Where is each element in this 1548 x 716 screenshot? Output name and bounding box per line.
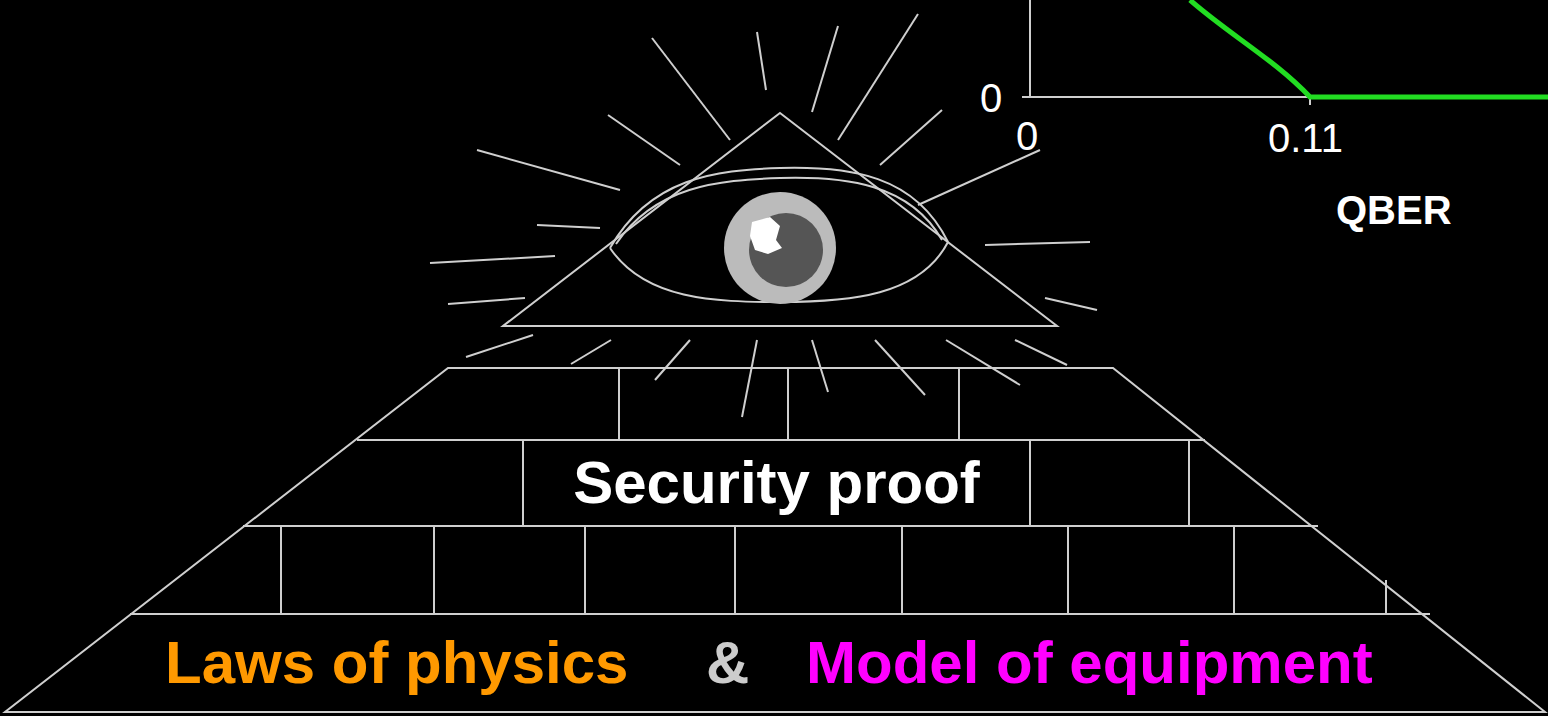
label-holder: QBER bbox=[1336, 190, 1452, 230]
brick-box: Security proof bbox=[523, 440, 1030, 526]
base-band: Laws of physics &Model of equipment bbox=[0, 614, 1548, 712]
label-holder: 0.11 bbox=[1268, 118, 1343, 158]
layer-label: Model of equipment bbox=[806, 633, 1373, 693]
axis-title: QBER bbox=[1336, 188, 1452, 232]
eye-rays bbox=[430, 14, 1097, 417]
label-holder: 0 bbox=[1016, 116, 1038, 156]
brick-pyramid bbox=[5, 368, 1545, 712]
axis-tick-label: 0.11 bbox=[1268, 116, 1343, 160]
axis-tick-label: 0 bbox=[1016, 114, 1038, 158]
label-holder: 0 bbox=[980, 78, 1002, 118]
joiner-symbol: & bbox=[706, 633, 749, 693]
layer-label: Laws of physics bbox=[165, 633, 628, 693]
all-seeing-eye bbox=[503, 113, 1057, 326]
qber-chart bbox=[1022, 0, 1548, 105]
node-title: Security proof bbox=[573, 453, 980, 513]
axis-tick-label: 0 bbox=[980, 76, 1002, 120]
